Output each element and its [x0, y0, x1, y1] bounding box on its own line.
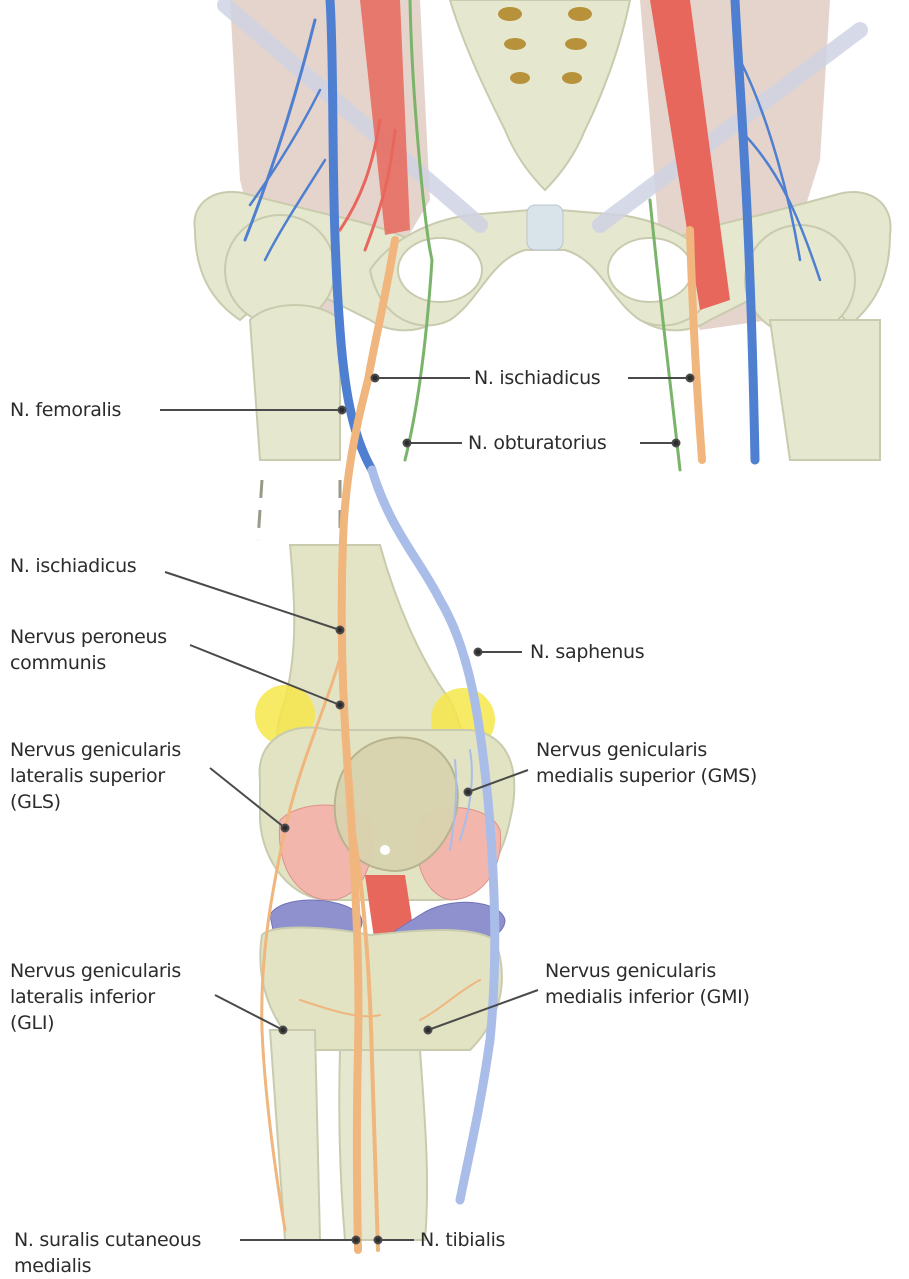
label-n-obturatorius: N. obturatorius	[468, 430, 607, 456]
label-n-saphenus: N. saphenus	[530, 639, 644, 665]
label-n-tibialis: N. tibialis	[420, 1227, 505, 1253]
femoral-neck	[250, 305, 340, 460]
label-genicularis-medialis-inferior: Nervus genicularis medialis inferior (GM…	[545, 958, 750, 1010]
pubic-symphysis	[527, 205, 563, 250]
lower-leg-bones	[270, 1030, 427, 1240]
label-n-ischiadicus-top: N. ischiadicus	[474, 365, 600, 391]
label-genicularis-medialis-superior: Nervus genicularis medialis superior (GM…	[536, 737, 757, 789]
left-obturator-foramen	[398, 238, 482, 302]
label-genicularis-lateralis-superior: Nervus genicularis lateralis superior (G…	[10, 737, 181, 815]
label-nervus-peroneus-communis: Nervus peroneus communis	[10, 624, 167, 676]
sacrum	[450, 0, 630, 190]
label-n-suralis-cutaneous-medialis: N. suralis cutaneous medialis	[14, 1227, 201, 1279]
fibula	[270, 1030, 320, 1240]
right-obturator-foramen	[608, 238, 692, 302]
label-n-femoralis: N. femoralis	[10, 397, 121, 423]
right-proximal-femur	[770, 320, 880, 460]
tibia-shaft	[339, 1050, 427, 1240]
label-n-ischiadicus-mid: N. ischiadicus	[10, 553, 136, 579]
label-genicularis-lateralis-inferior: Nervus genicularis lateralis inferior (G…	[10, 958, 181, 1036]
knee-joint	[255, 685, 514, 1050]
right-femoral-head	[745, 225, 855, 335]
